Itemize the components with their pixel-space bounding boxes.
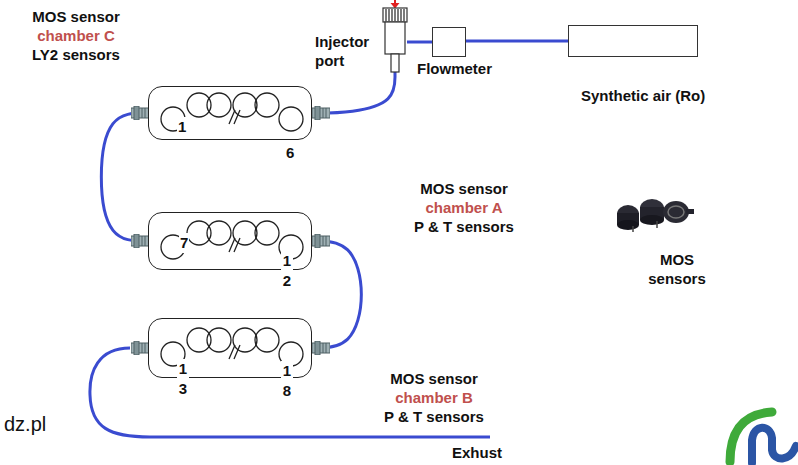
sensor-sockets [149,87,311,139]
chamber-heading: chamber A [386,198,542,217]
callout-number: 1 2 [281,251,293,291]
fitting [312,106,330,120]
sensor-socket [255,221,279,245]
gas-source-box: Synthetic air (Ro) [568,25,698,57]
part-label: MOS sensors [632,250,722,288]
watermark: dz.pl [4,412,46,437]
chamber-heading: P & T sensors [386,217,542,236]
injector-port: Injector port [383,8,407,72]
gas-tube [312,241,361,348]
callout-number: 1 3 [177,359,189,399]
chamber-heading: LY2 sensors [11,45,141,64]
chamber-heading: MOS sensor [354,369,514,388]
chamber-heading: chamber B [354,388,514,407]
fitting [131,106,149,120]
logo [730,412,796,463]
break-mark [229,345,240,359]
gas-tube [312,72,395,113]
sensor-socket [255,93,279,117]
mos-sensor-icon [617,199,694,232]
sensor-socket [233,328,257,352]
callout-number: 6 [285,143,295,163]
fitting [312,341,330,355]
sensor-socket [207,221,231,245]
sensor-socket [279,107,303,131]
callout-number: 1 8 [281,361,293,401]
fitting [312,234,330,248]
break-mark [229,238,240,252]
node-label: Flowmeter [417,59,492,78]
injection-arrow [391,0,400,9]
fitting [131,234,149,248]
outlet-label: Exhust [452,443,502,462]
gas-tube [466,40,568,43]
sensor-chamber: MOS sensorchamber CLY2 sensors16 [148,86,312,140]
chamber-heading: MOS sensor [11,7,141,26]
callout-number: 7 [179,233,189,253]
gas-tube [101,113,148,241]
injector-drawing [383,8,407,72]
sensor-socket [233,221,257,245]
chamber-heading: P & T sensors [354,407,514,426]
gas-tube [407,41,432,44]
callout-number: 1 [177,117,187,137]
sensor-socket [255,328,279,352]
sensor-chamber: MOS sensorchamber AP & T sensors71 2 [148,212,312,270]
chamber-heading: chamber C [11,26,141,45]
fitting [131,341,149,355]
sensor-chamber: MOS sensorchamber BP & T sensors1 31 8 [148,318,312,378]
chamber-heading: MOS sensor [386,179,542,198]
sensor-socket [233,93,257,117]
flowmeter-box: Flowmeter [432,27,466,57]
node-label: Synthetic air (Ro) [581,86,705,105]
sensor-socket [207,328,231,352]
sensor-socket [207,93,231,117]
node-label: Injector port [315,32,379,70]
break-mark [229,110,240,124]
